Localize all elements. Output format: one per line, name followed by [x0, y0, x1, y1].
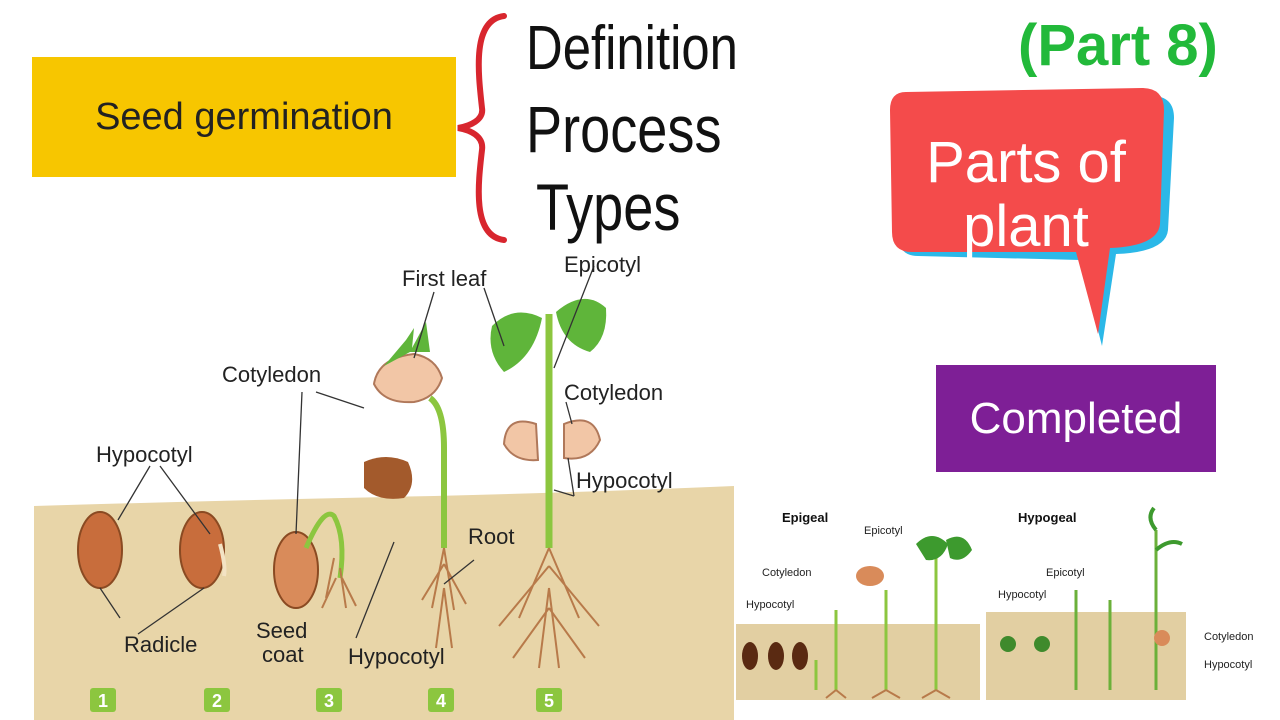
- status-completed: Completed: [936, 365, 1216, 472]
- epigeal-title: Epigeal: [782, 510, 828, 525]
- label-cotyledon-left: Cotyledon: [222, 362, 321, 387]
- speech-bubble: Parts of plant: [890, 88, 1174, 346]
- label-first-leaf: First leaf: [402, 266, 487, 291]
- step-3: 3: [324, 691, 334, 711]
- seed-stage2: [179, 511, 225, 589]
- part-label: (Part 8): [1018, 13, 1218, 78]
- step-2: 2: [212, 691, 222, 711]
- epigeal-label-epicotyl: Epicotyl: [864, 525, 903, 537]
- label-radicle: Radicle: [124, 632, 197, 657]
- hypogeal-diagram: Hypogeal Epicotyl Hypocotyl Cotyledon Hy…: [986, 506, 1254, 700]
- germination-diagram: First leaf Epicotyl Cotyledon Cotyledon …: [34, 252, 734, 720]
- epigeal-diagram: Epigeal Epicotyl Cotyledon Hypocotyl: [736, 510, 980, 700]
- hypogeal-label-hypocotyl-right: Hypocotyl: [1204, 659, 1252, 671]
- brace-icon: [457, 13, 507, 243]
- label-seed-coat-2: coat: [262, 642, 304, 667]
- step-4: 4: [436, 691, 446, 711]
- topic-types: Types: [536, 170, 681, 244]
- bubble-line2: plant: [963, 194, 1089, 259]
- leaf-left-stage5: [490, 312, 542, 372]
- bubble-line1: Parts of: [926, 130, 1127, 195]
- seed-stage1: [77, 511, 123, 589]
- hypogeal-label-hypocotyl-left: Hypocotyl: [998, 589, 1046, 601]
- step-badges: 1 2 3 4 5: [90, 688, 562, 712]
- seed-stage3: [273, 531, 319, 609]
- hypogeal-title: Hypogeal: [1018, 510, 1077, 525]
- label-hypocotyl-right: Hypocotyl: [576, 468, 673, 493]
- label-root: Root: [468, 524, 514, 549]
- label-hypocotyl-bottom: Hypocotyl: [348, 644, 445, 669]
- topic-definition: Definition: [526, 14, 738, 83]
- hypogeal-label-epicotyl: Epicotyl: [1046, 567, 1085, 579]
- title-box: Seed germination: [32, 57, 456, 177]
- step-5: 5: [544, 691, 554, 711]
- cotyledon-stage4: [372, 352, 444, 404]
- epigeal-label-cotyledon: Cotyledon: [762, 567, 812, 579]
- hypogeal-label-cotyledon: Cotyledon: [1204, 631, 1254, 643]
- leaf-right-stage5: [556, 298, 607, 352]
- label-seed-coat-1: Seed: [256, 618, 307, 643]
- status-text: Completed: [969, 393, 1183, 443]
- label-cotyledon-right: Cotyledon: [564, 380, 663, 405]
- step-1: 1: [98, 691, 108, 711]
- title-text: Seed germination: [95, 95, 393, 138]
- label-hypocotyl-top: Hypocotyl: [96, 442, 193, 467]
- epigeal-label-hypocotyl: Hypocotyl: [746, 599, 794, 611]
- topic-process: Process: [526, 92, 722, 166]
- label-epicotyl: Epicotyl: [564, 252, 641, 277]
